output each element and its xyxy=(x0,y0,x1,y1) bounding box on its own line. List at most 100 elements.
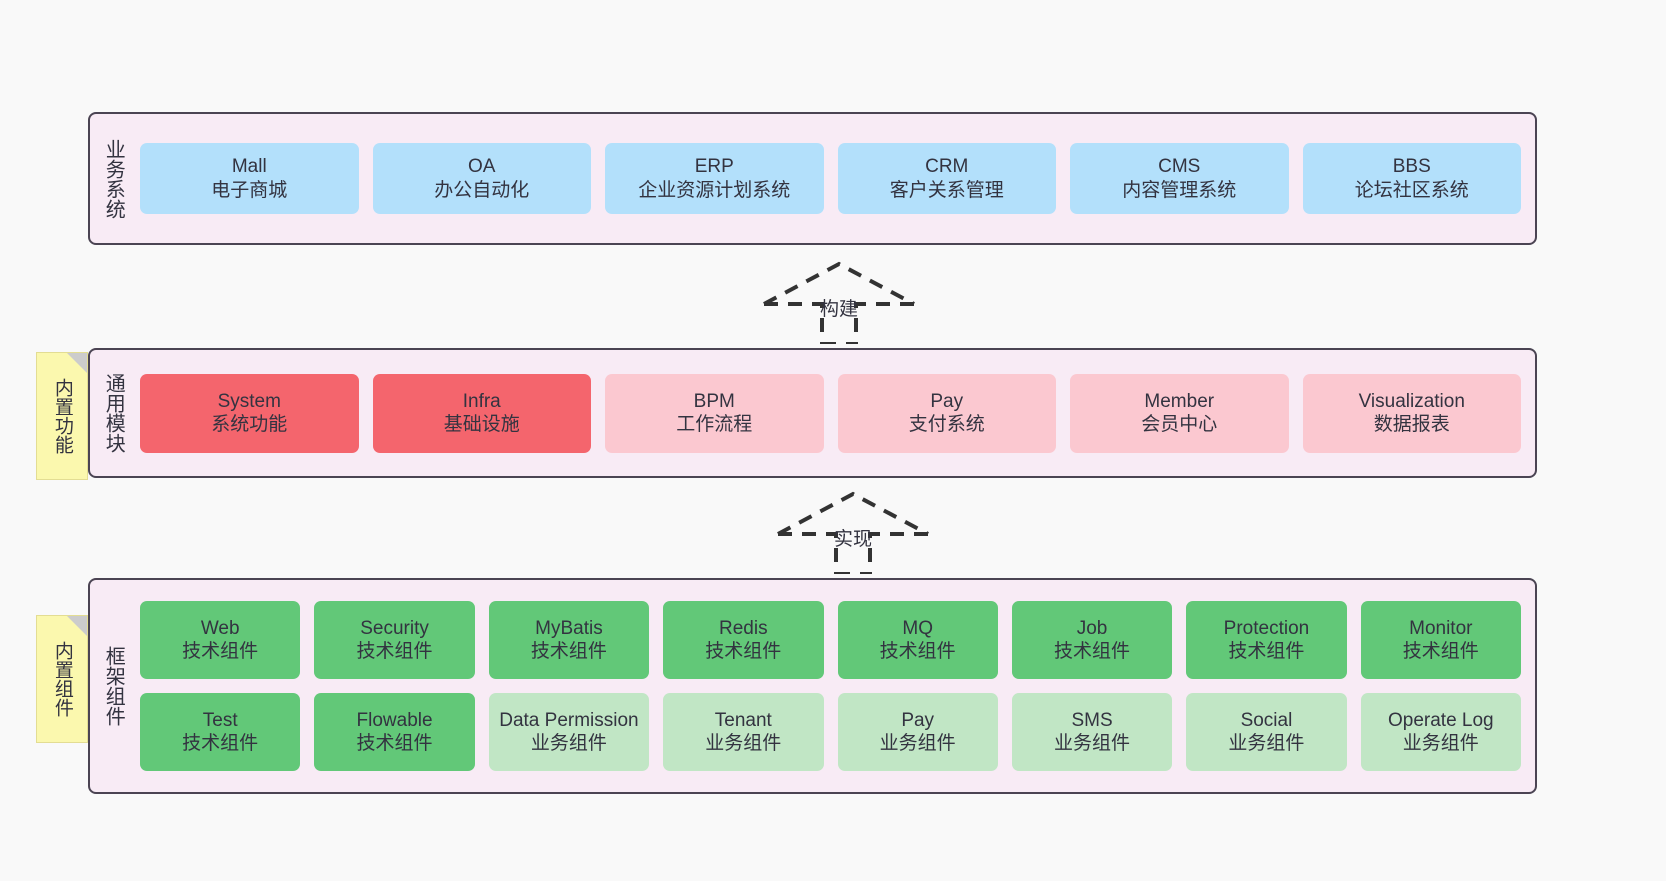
node-member[interactable]: Member 会员中心 xyxy=(1070,373,1289,453)
node-sms[interactable]: SMS 业务组件 xyxy=(1011,693,1173,771)
note-built-in-components: 内置组件 xyxy=(36,615,88,743)
node-test[interactable]: Test 技术组件 xyxy=(140,693,301,771)
node-flowable[interactable]: Flowable 技术组件 xyxy=(314,693,475,771)
node-pay-component-subtitle: 业务组件 xyxy=(879,733,956,754)
node-protection[interactable]: Protection 技术组件 xyxy=(1186,601,1347,679)
node-pay-module[interactable]: Pay 支付系统 xyxy=(837,373,1056,453)
node-pay-component-title: Pay xyxy=(901,709,935,731)
node-system[interactable]: System 系统功能 xyxy=(140,373,359,453)
node-social-subtitle: 业务组件 xyxy=(1228,733,1305,754)
layer-common-modules-title: 通用模块 xyxy=(102,373,125,453)
node-bpm[interactable]: BPM 工作流程 xyxy=(605,373,824,453)
node-crm-title: CRM xyxy=(925,156,969,178)
connector-build: 构建 xyxy=(744,258,934,344)
layer-framework-components-title: 框架组件 xyxy=(102,646,125,726)
node-pay-module-title: Pay xyxy=(930,390,964,412)
node-social[interactable]: Social 业务组件 xyxy=(1186,693,1347,771)
node-security-subtitle: 技术组件 xyxy=(356,641,433,662)
node-web[interactable]: Web 技术组件 xyxy=(140,601,301,679)
node-monitor-subtitle: 技术组件 xyxy=(1402,641,1479,662)
layer-business-systems-body: Mall 电子商城 OA 办公自动化 ERP 企业资源计划系统 CRM 客户关系… xyxy=(136,114,1535,243)
connector-implement: 实现 xyxy=(758,488,948,574)
layer-business-systems: 业务系统 Mall 电子商城 OA 办公自动化 ERP 企业资源计划系统 CRM… xyxy=(88,112,1537,245)
node-cms-subtitle: 内容管理系统 xyxy=(1122,179,1237,201)
node-member-title: Member xyxy=(1144,390,1215,412)
node-visualization[interactable]: Visualization 数据报表 xyxy=(1302,373,1521,453)
layer-common-modules-row: System 系统功能 Infra 基础设施 BPM 工作流程 Pay 支付系统… xyxy=(140,373,1521,453)
node-erp-title: ERP xyxy=(694,156,734,178)
node-infra[interactable]: Infra 基础设施 xyxy=(372,373,591,453)
node-sms-title: SMS xyxy=(1071,709,1113,731)
node-infra-title: Infra xyxy=(462,390,501,412)
node-cms-title: CMS xyxy=(1158,156,1201,178)
node-bpm-subtitle: 工作流程 xyxy=(676,414,753,435)
node-mybatis[interactable]: MyBatis 技术组件 xyxy=(488,601,650,679)
node-tenant[interactable]: Tenant 业务组件 xyxy=(663,693,824,771)
node-protection-title: Protection xyxy=(1223,617,1310,639)
node-cms[interactable]: CMS 内容管理系统 xyxy=(1070,143,1289,214)
node-tenant-title: Tenant xyxy=(714,709,772,731)
node-pay-module-subtitle: 支付系统 xyxy=(908,414,985,435)
node-operate-log-subtitle: 业务组件 xyxy=(1402,733,1479,754)
node-infra-subtitle: 基础设施 xyxy=(443,414,520,435)
node-mq-subtitle: 技术组件 xyxy=(879,641,956,662)
node-social-title: Social xyxy=(1240,709,1293,731)
note-built-in-functions: 内置功能 xyxy=(36,352,88,480)
node-visualization-title: Visualization xyxy=(1358,390,1465,412)
layer-framework-components: 框架组件 Web 技术组件 Security 技术组件 MyBatis 技术组件… xyxy=(88,578,1537,794)
node-system-title: System xyxy=(217,390,281,412)
node-mall-subtitle: 电子商城 xyxy=(211,179,288,201)
node-job[interactable]: Job 技术组件 xyxy=(1011,601,1173,679)
node-data-permission-subtitle: 业务组件 xyxy=(530,733,607,754)
layer-common-modules-body: System 系统功能 Infra 基础设施 BPM 工作流程 Pay 支付系统… xyxy=(136,350,1535,476)
build-arrow-icon xyxy=(763,261,915,344)
node-bpm-title: BPM xyxy=(693,390,735,412)
note-built-in-functions-label: 内置功能 xyxy=(51,378,73,454)
layer-common-modules: 通用模块 System 系统功能 Infra 基础设施 BPM 工作流程 Pay… xyxy=(88,348,1537,478)
node-data-permission[interactable]: Data Permission 业务组件 xyxy=(488,693,650,771)
note-fold-icon xyxy=(67,353,87,373)
node-oa-subtitle: 办公自动化 xyxy=(434,179,530,201)
node-web-title: Web xyxy=(200,617,240,639)
node-mybatis-title: MyBatis xyxy=(535,617,603,639)
node-monitor[interactable]: Monitor 技术组件 xyxy=(1360,601,1521,679)
node-visualization-subtitle: 数据报表 xyxy=(1373,414,1450,435)
node-protection-subtitle: 技术组件 xyxy=(1228,641,1305,662)
node-mall-title: Mall xyxy=(231,156,267,178)
node-operate-log-title: Operate Log xyxy=(1387,709,1494,731)
note-fold-icon xyxy=(67,616,87,636)
node-bbs[interactable]: BBS 论坛社区系统 xyxy=(1302,143,1521,214)
node-mybatis-subtitle: 技术组件 xyxy=(530,641,607,662)
node-mq[interactable]: MQ 技术组件 xyxy=(837,601,998,679)
node-pay-component[interactable]: Pay 业务组件 xyxy=(837,693,998,771)
node-tenant-subtitle: 业务组件 xyxy=(705,733,782,754)
node-security[interactable]: Security 技术组件 xyxy=(314,601,475,679)
node-oa[interactable]: OA 办公自动化 xyxy=(372,143,591,214)
node-web-subtitle: 技术组件 xyxy=(182,641,259,662)
node-bbs-title: BBS xyxy=(1392,156,1431,178)
implement-arrow-icon xyxy=(777,491,929,574)
node-job-subtitle: 技术组件 xyxy=(1054,641,1131,662)
layer-framework-components-row-business: Test 技术组件 Flowable 技术组件 Data Permission … xyxy=(140,693,1521,771)
layer-framework-components-row-tech: Web 技术组件 Security 技术组件 MyBatis 技术组件 Redi… xyxy=(140,601,1521,679)
node-data-permission-title: Data Permission xyxy=(499,709,639,731)
node-job-title: Job xyxy=(1076,617,1108,639)
note-built-in-components-label: 内置组件 xyxy=(51,641,73,717)
connector-implement-label: 实现 xyxy=(833,529,873,550)
node-system-subtitle: 系统功能 xyxy=(211,414,288,435)
layer-business-systems-row: Mall 电子商城 OA 办公自动化 ERP 企业资源计划系统 CRM 客户关系… xyxy=(140,143,1521,214)
node-flowable-title: Flowable xyxy=(356,709,433,731)
node-redis-subtitle: 技术组件 xyxy=(705,641,782,662)
node-erp[interactable]: ERP 企业资源计划系统 xyxy=(605,143,824,214)
node-mall[interactable]: Mall 电子商城 xyxy=(140,143,359,214)
node-sms-subtitle: 业务组件 xyxy=(1054,733,1131,754)
node-test-subtitle: 技术组件 xyxy=(182,733,259,754)
node-test-title: Test xyxy=(202,709,238,731)
node-bbs-subtitle: 论坛社区系统 xyxy=(1354,179,1469,201)
node-oa-title: OA xyxy=(468,156,496,178)
node-operate-log[interactable]: Operate Log 业务组件 xyxy=(1360,693,1521,771)
node-erp-subtitle: 企业资源计划系统 xyxy=(638,179,791,201)
node-crm[interactable]: CRM 客户关系管理 xyxy=(837,143,1056,214)
node-redis[interactable]: Redis 技术组件 xyxy=(663,601,824,679)
